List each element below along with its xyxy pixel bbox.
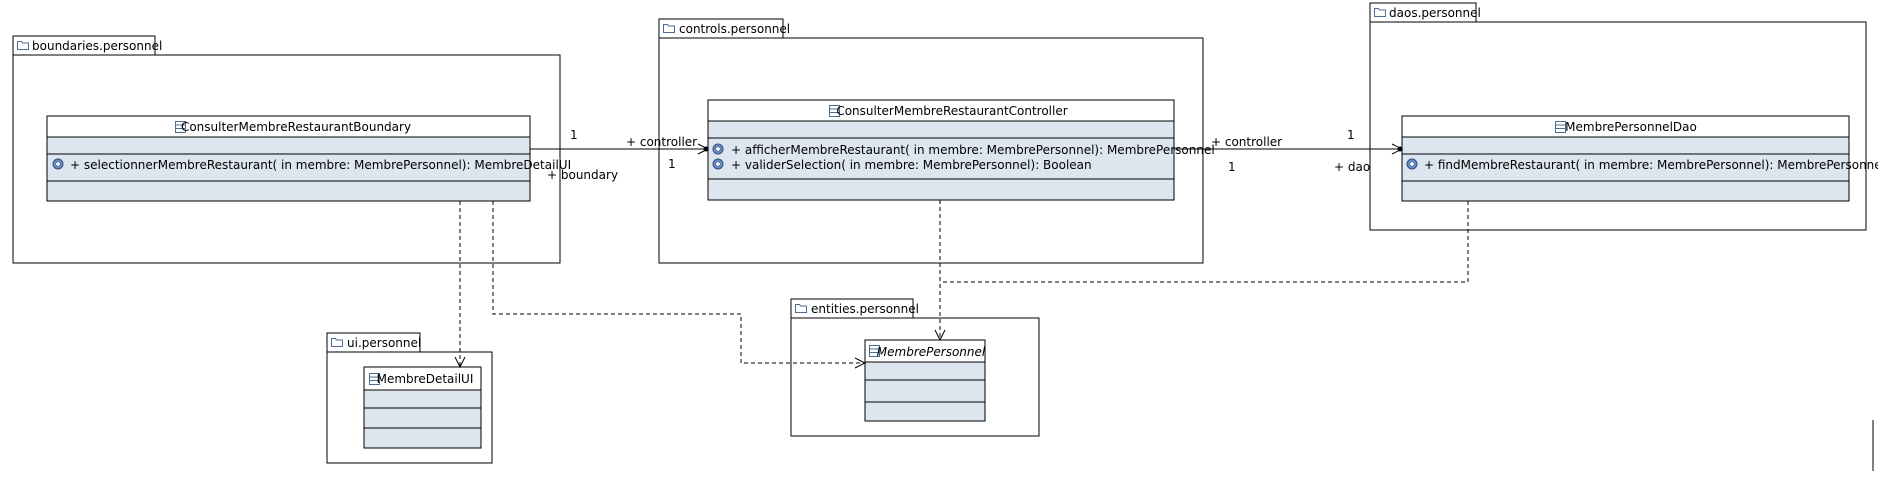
class-name: MembrePersonnelDao <box>1565 120 1697 134</box>
operation: + selectionnerMembreRestaurant( in membr… <box>70 158 571 172</box>
operation: + afficherMembreRestaurant( in membre: M… <box>731 143 1215 157</box>
package-label: boundaries.personnel <box>32 39 162 53</box>
role-name: + controller <box>1211 135 1282 149</box>
class-icon <box>1555 121 1566 133</box>
multiplicity: 1 <box>570 128 578 142</box>
class-dao[interactable]: MembrePersonnelDao + findMembreRestauran… <box>1401 115 1878 202</box>
operation: + validerSelection( in membre: MembrePer… <box>731 158 1092 172</box>
association-controller-dao[interactable]: + controller 1 1 + dao <box>1174 128 1403 174</box>
multiplicity: 1 <box>1228 160 1236 174</box>
operation-icon <box>712 158 724 170</box>
association-boundary-controller[interactable]: 1 + boundary 1 + controller <box>530 128 709 182</box>
class-name: ConsulterMembreRestaurantController <box>836 104 1067 118</box>
multiplicity: 1 <box>1347 128 1355 142</box>
operation: + findMembreRestaurant( in membre: Membr… <box>1424 158 1878 172</box>
multiplicity: 1 <box>668 157 676 171</box>
role-name: + controller <box>626 135 697 149</box>
class-boundary[interactable]: ConsulterMembreRestaurantBoundary + sele… <box>46 115 571 202</box>
operation-icon <box>712 143 724 155</box>
class-name: ConsulterMembreRestaurantBoundary <box>181 120 411 134</box>
folder-icon <box>663 24 675 33</box>
package-label: entities.personnel <box>811 302 919 316</box>
role-name: + boundary <box>547 168 618 182</box>
folder-icon <box>17 41 29 50</box>
class-entity[interactable]: MembrePersonnel <box>864 339 986 422</box>
ownership-dot <box>1397 146 1403 152</box>
package-label: daos.personnel <box>1389 6 1481 20</box>
class-controller[interactable]: ConsulterMembreRestaurantController + af… <box>707 99 1215 201</box>
class-name: MembreDetailUI <box>377 372 474 386</box>
folder-icon <box>795 304 807 313</box>
class-detail-ui[interactable]: MembreDetailUI <box>363 366 482 449</box>
class-name: MembrePersonnel <box>877 345 986 359</box>
folder-icon <box>1374 8 1386 17</box>
folder-icon <box>331 338 343 347</box>
role-name: + dao <box>1334 160 1370 174</box>
operation-icon <box>52 158 64 170</box>
package-label: ui.personnel <box>347 336 421 350</box>
ownership-dot <box>703 146 709 152</box>
dependency-boundary-entity[interactable] <box>492 201 865 363</box>
dependency-dao-entity[interactable] <box>940 201 1469 283</box>
package-label: controls.personnel <box>679 22 790 36</box>
operation-icon <box>1406 158 1418 170</box>
